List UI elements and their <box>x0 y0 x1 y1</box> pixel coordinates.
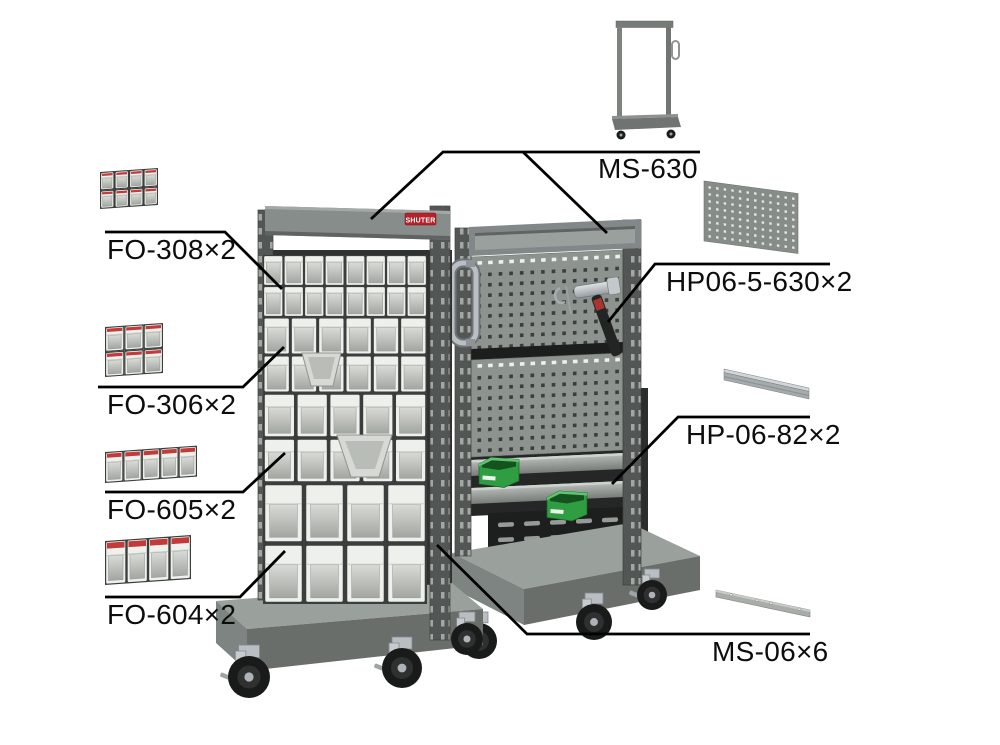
pegboard-lower <box>470 352 624 458</box>
open-bin-scoop <box>301 352 342 387</box>
green-bin-icon <box>478 457 520 488</box>
callout-line-ms630-branch <box>522 150 608 235</box>
open-bin-scoop <box>336 434 393 478</box>
thumbnail-pegboard-holes <box>708 186 795 249</box>
thumbnail-fo306 <box>105 322 164 377</box>
caster-wheel <box>451 611 483 655</box>
callout-lines <box>98 150 830 636</box>
brand-logo-text: SHUTER <box>406 218 436 225</box>
thumbnail-handle-icon <box>671 40 680 60</box>
label-fo-605: FO-605×2 <box>107 494 237 525</box>
thumbnail-pegboard <box>703 180 799 254</box>
bin-section-fo604 <box>263 483 427 604</box>
right-rack-top-bar <box>469 219 641 256</box>
thumbnail-fo308-bins <box>100 167 158 209</box>
label-fo-308: FO-308×2 <box>107 234 237 265</box>
left-rack-top-bar: SHUTER <box>265 206 450 240</box>
pegboard-holes-lower <box>477 357 620 453</box>
thumbnail-fo308 <box>100 167 158 209</box>
right-rack-right-post <box>622 219 642 586</box>
left-rack: SHUTER <box>216 205 483 698</box>
caster-wheel <box>220 644 270 698</box>
brand-logo <box>404 212 437 226</box>
callout-line-fo306 <box>98 345 285 389</box>
callout-line-ms630 <box>370 150 700 221</box>
right-rack <box>452 219 700 659</box>
label-hp06-5-630: HP06-5-630×2 <box>666 266 853 297</box>
label-fo-306: FO-306×2 <box>107 389 237 420</box>
label-ms-06: MS-06×6 <box>712 636 829 667</box>
callout-line-fo604 <box>105 550 287 599</box>
callout-line-fo308 <box>105 230 283 290</box>
bin-section-fo308 <box>263 255 427 317</box>
thumbnail-fo604-bins <box>105 534 191 585</box>
thumbnail-strip <box>715 589 811 618</box>
bin-section-fo306 <box>263 317 427 393</box>
callout-line-hp-06-82 <box>611 415 810 485</box>
thumbnail-ms630 <box>612 20 681 140</box>
label-fo-604: FO-604×2 <box>107 599 237 630</box>
callout-line-ms06 <box>436 544 810 636</box>
caster-wheel <box>374 636 422 688</box>
callout-line-fo605 <box>105 451 286 494</box>
caster-wheel <box>629 568 667 610</box>
hammer-icon <box>553 276 622 357</box>
caster-wheel <box>576 592 612 640</box>
label-ms-630: MS-630 <box>598 153 698 184</box>
callout-line-hp06-5-630 <box>606 262 830 323</box>
thumbnail-rail <box>723 368 810 400</box>
thumbnail-fo605-bins <box>105 445 197 483</box>
right-rack-left-post <box>454 227 472 557</box>
left-rack-right-post <box>429 205 451 641</box>
thumbnail-fo605 <box>105 445 197 483</box>
thumbnail-fo604 <box>105 534 191 585</box>
green-bin-icon <box>546 490 588 522</box>
thumbnail-fo306-bins <box>105 322 164 377</box>
peg-hook-icon <box>553 286 566 305</box>
label-hp-06-82: HP-06-82×2 <box>686 419 841 450</box>
